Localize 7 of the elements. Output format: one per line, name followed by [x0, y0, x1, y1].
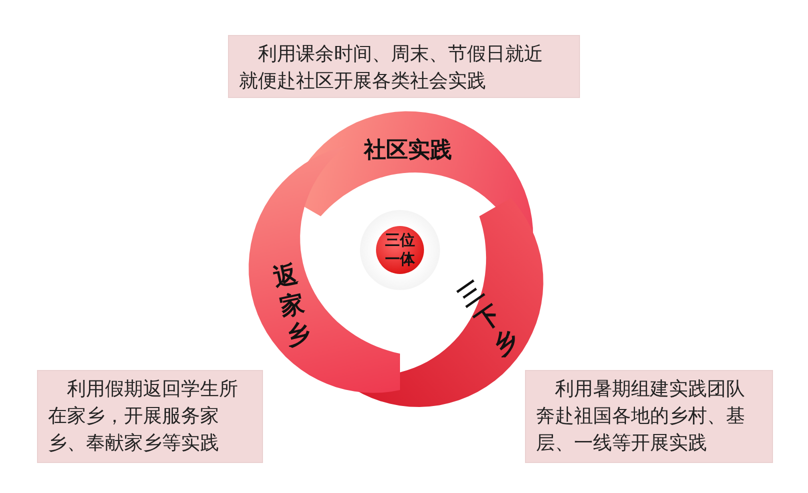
text-box: 利用课余时间、周末、节假日就近就便赴社区开展各类社会实践 — [228, 35, 580, 98]
text-box: 利用假期返回学生所在家乡，开展服务家乡、奉献家乡等实践 — [37, 370, 263, 463]
text-box: 利用暑期组建实践团队奔赴祖国各地的乡村、基层、一线等开展实践 — [525, 370, 773, 463]
center-circle: 三位一体 — [376, 226, 424, 274]
segment-label: 三下乡 — [452, 274, 524, 362]
segment-label: 社区实践 — [364, 137, 452, 165]
segment-label: 返家乡 — [270, 258, 314, 352]
